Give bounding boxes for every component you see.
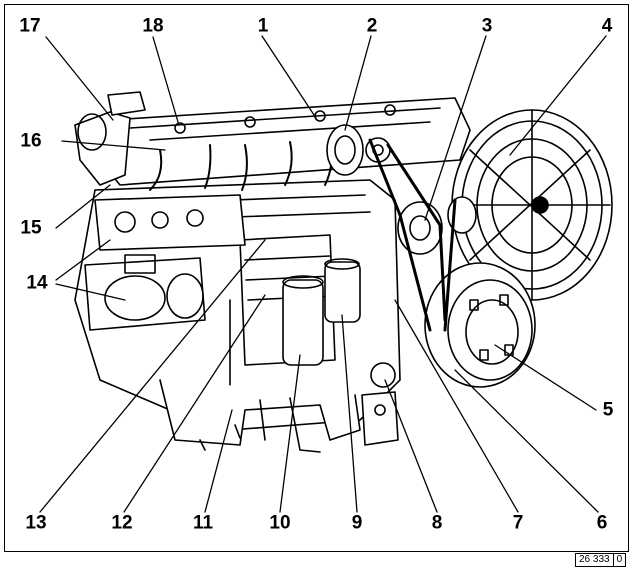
callout-18: 18 [142, 15, 164, 37]
callout-13: 13 [25, 512, 47, 534]
belt-drive [365, 137, 477, 332]
callout-14: 14 [26, 272, 48, 294]
figure-reference: 26 333 0 [575, 553, 627, 567]
leader-18 [152, 36, 179, 123]
callout-9: 9 [351, 512, 363, 534]
lift-pump [84, 254, 206, 331]
callout-5: 5 [602, 399, 614, 421]
leader-17 [45, 36, 114, 121]
leader-14b [55, 283, 126, 301]
leader-2 [344, 35, 372, 131]
callout-10: 10 [269, 512, 291, 534]
leader-16 [61, 140, 166, 151]
callout-8: 8 [431, 512, 443, 534]
leader-1 [261, 35, 317, 119]
reference-suffix: 0 [612, 554, 626, 566]
leader-4 [509, 35, 607, 156]
reference-code: 26 333 [579, 554, 610, 565]
leader-15 [55, 184, 111, 229]
callout-4: 4 [601, 15, 613, 37]
oil-pan [159, 379, 361, 453]
cooling-fan [451, 109, 613, 301]
callout-11: 11 [192, 512, 214, 534]
fuel-filter [282, 258, 361, 366]
callout-3: 3 [481, 15, 493, 37]
leader-lines [39, 35, 607, 513]
leader-3 [424, 35, 487, 221]
engine-mount [361, 362, 399, 446]
figure-frame [4, 4, 629, 552]
leader-14a [55, 239, 111, 281]
leader-12 [123, 294, 266, 513]
callout-6: 6 [596, 512, 608, 534]
leader-5 [494, 344, 597, 411]
injection-pump [94, 194, 246, 251]
callout-12: 12 [111, 512, 133, 534]
callout-1: 1 [257, 15, 269, 37]
leader-6 [454, 369, 599, 513]
leader-11 [204, 409, 233, 513]
leader-10 [279, 354, 301, 513]
callout-7: 7 [512, 512, 524, 534]
callout-15: 15 [20, 217, 42, 239]
callout-2: 2 [366, 15, 378, 37]
callout-16: 16 [20, 130, 42, 152]
cylinder-head-cover [99, 97, 471, 186]
air-intake-pipe [74, 91, 146, 186]
leader-9 [341, 314, 358, 513]
leader-13 [39, 239, 266, 513]
leader-8 [384, 379, 438, 513]
crankshaft-pulley [424, 262, 536, 388]
callout-17: 17 [19, 15, 41, 37]
leader-7 [394, 299, 519, 513]
alternator [326, 124, 364, 176]
